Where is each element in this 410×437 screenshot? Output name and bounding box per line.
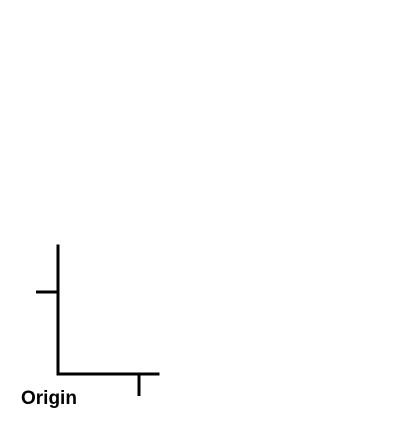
origin-label: Origin [21,388,77,409]
